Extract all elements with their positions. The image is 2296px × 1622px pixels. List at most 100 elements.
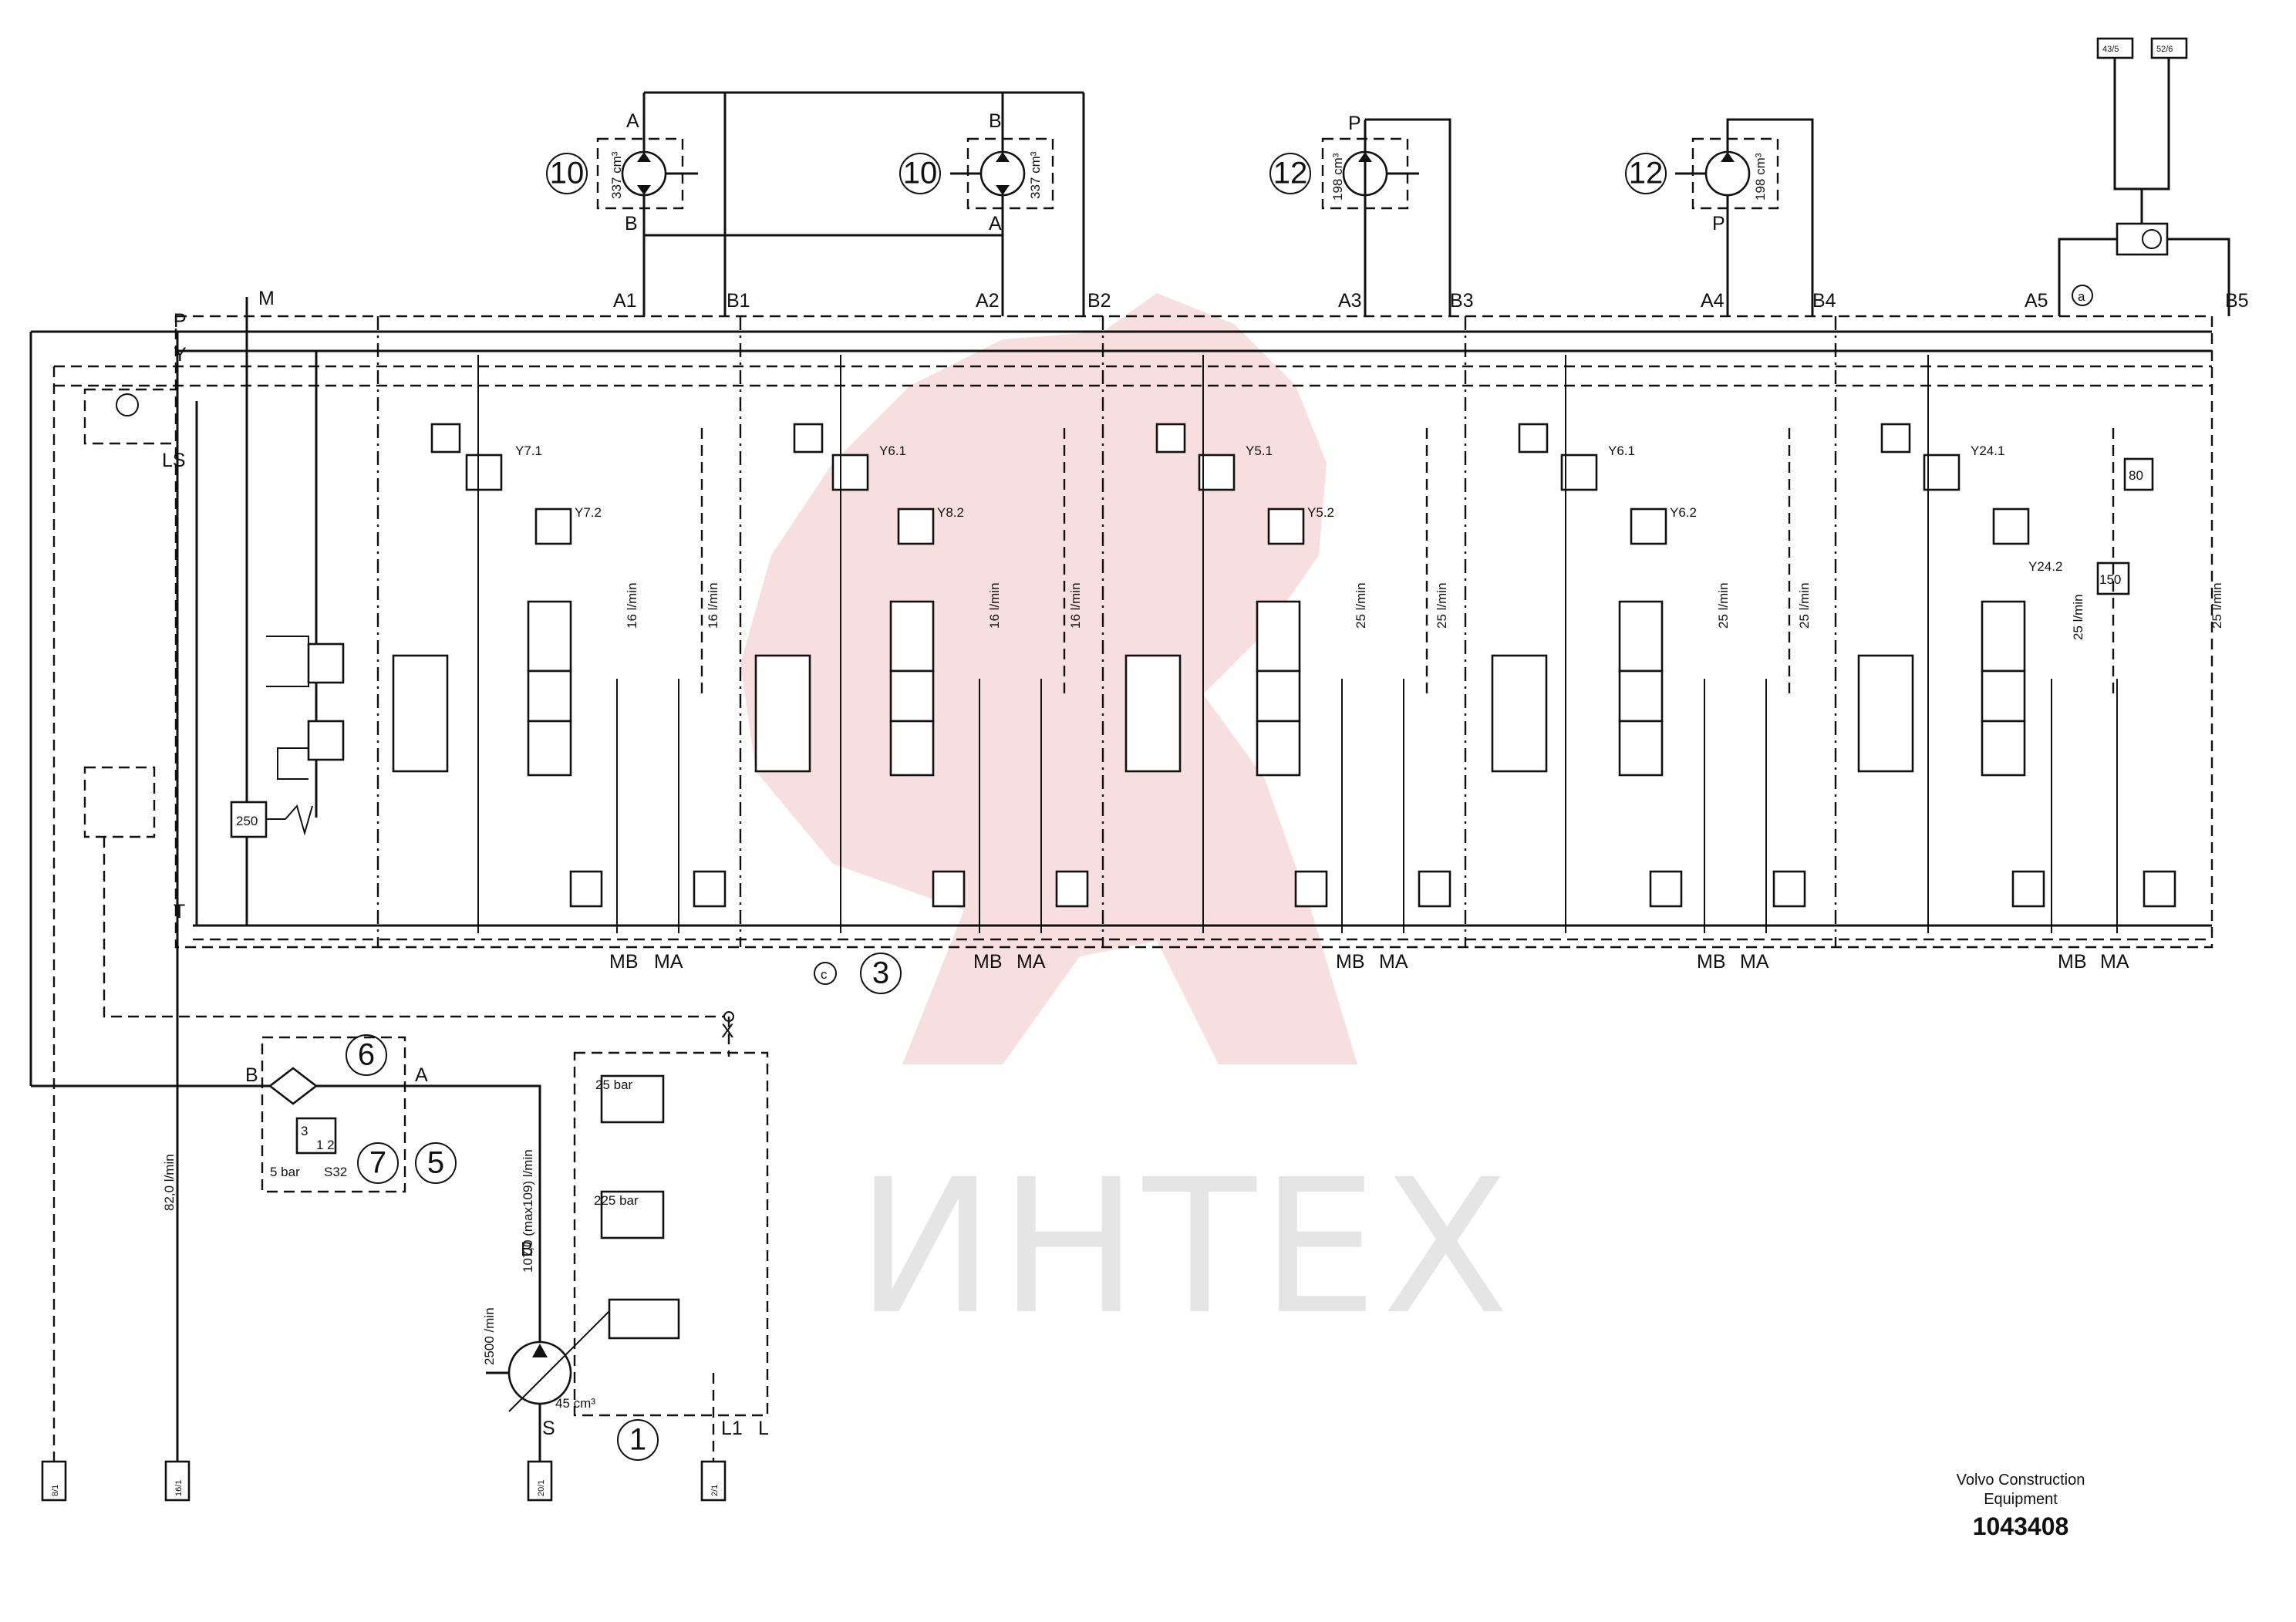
main-valve-block: 250 xyxy=(29,297,2213,1086)
s3-ma-label: MA xyxy=(1379,951,1408,973)
s5-ma-label: MA xyxy=(2100,951,2129,973)
return-flow-label: 82,0 l/min xyxy=(162,1154,177,1211)
port-b2-label: B2 xyxy=(1087,290,1111,312)
pump-b-label: B xyxy=(521,1239,534,1260)
port-s-label: S xyxy=(542,1418,555,1439)
callout-5: 5 xyxy=(427,1146,444,1180)
s4-flow-a: 25 l/min xyxy=(1716,582,1731,629)
s2-valve-a-label: Y6.1 xyxy=(879,443,906,458)
callout-3: 3 xyxy=(872,956,889,990)
m10a-b-label: B xyxy=(625,213,638,234)
valve-section-3: Y5.1 Y5.2 25 l/min 25 l/min MB MA xyxy=(1124,355,1451,973)
s5-flow-a: 25 l/min xyxy=(2071,594,2085,640)
callout-6: 6 xyxy=(358,1038,375,1072)
s4-mb-label: MB xyxy=(1697,951,1726,973)
m10a-a-label: A xyxy=(626,110,639,132)
callout-12-right: 12 xyxy=(1629,157,1664,191)
s4-flow-b: 25 l/min xyxy=(1797,582,1812,629)
drawing-number: 1043408 xyxy=(1973,1512,2069,1540)
valve-section-5: Y24.1 Y24.2 80 150 25 l/min 25 l/min MB … xyxy=(1857,355,2224,973)
filter-b-label: B xyxy=(245,1064,258,1086)
s2-flow-a: 16 l/min xyxy=(987,582,1002,629)
relief-80-label: 80 xyxy=(2129,468,2143,483)
s1-flow-a: 16 l/min xyxy=(625,582,639,629)
port-ls-label: LS xyxy=(162,450,186,471)
ref-bottom-3: 20/1 xyxy=(537,1480,546,1496)
relief-150-label: 150 xyxy=(2099,572,2121,587)
port-b3-label: B3 xyxy=(1450,290,1474,312)
callout-10-left: 10 xyxy=(550,157,585,191)
s1-mb-label: MB xyxy=(609,951,639,973)
motor-12-right: P 198 cm³ 12 xyxy=(1625,118,1814,316)
s4-valve-b-label: Y6.2 xyxy=(1670,505,1697,520)
s3-mb-label: MB xyxy=(1336,951,1365,973)
pump-unit: 25 bar 225 bar 45 cm³ 2500 /min 107,0 (m… xyxy=(482,1051,769,1462)
filter-switch-3: 3 xyxy=(301,1124,308,1138)
s5-valve-a-label: Y24.1 xyxy=(1971,443,2004,458)
motor-10-left: A B 337 cm³ 10 xyxy=(546,93,698,235)
valve-section-2: Y6.1 Y8.2 16 l/min 16 l/min MB MA xyxy=(754,355,1089,973)
port-m-label: M xyxy=(258,288,275,309)
company-name-line2: Equipment xyxy=(1984,1491,2058,1508)
valve-section-4: Y6.1 Y6.2 25 l/min 25 l/min MB MA xyxy=(1491,355,1812,973)
s1-valve-b-label: Y7.2 xyxy=(575,505,602,520)
s2-flow-b: 16 l/min xyxy=(1068,582,1083,629)
pump-flow: 107,0 (max109) l/min xyxy=(521,1149,535,1273)
s2-valve-b-label: Y8.2 xyxy=(937,505,964,520)
pump-setting-225: 225 bar xyxy=(594,1193,639,1208)
port-b1-label: B1 xyxy=(727,290,750,312)
port-a3-label: A3 xyxy=(1338,290,1362,312)
pump-displacement: 45 cm³ xyxy=(555,1396,595,1411)
port-l-label: L xyxy=(758,1418,769,1439)
callout-10-right: 10 xyxy=(903,157,938,191)
s3-flow-b: 25 l/min xyxy=(1435,582,1449,629)
ref-bottom-4: 2/1 xyxy=(710,1485,720,1496)
callout-a: a xyxy=(2078,289,2085,304)
m12b-p-label: P xyxy=(1712,213,1725,234)
callout-1: 1 xyxy=(629,1423,646,1457)
m10b-b-label: B xyxy=(989,110,1002,132)
m12b-displacement: 198 cm³ xyxy=(1753,153,1768,201)
port-t-label: T xyxy=(174,901,185,922)
s1-flow-b: 16 l/min xyxy=(706,582,720,629)
company-name-line1: Volvo Construction xyxy=(1957,1472,2085,1489)
callout-c: c xyxy=(821,967,828,982)
s2-mb-label: MB xyxy=(973,951,1003,973)
relief-250-label: 250 xyxy=(236,814,258,828)
m10b-a-label: A xyxy=(989,213,1002,234)
port-l1-label: L1 xyxy=(721,1418,743,1439)
s5-mb-label: MB xyxy=(2058,951,2087,973)
motor-10-right: B A 337 cm³ 10 xyxy=(899,93,1054,235)
pump-setting-25: 25 bar xyxy=(595,1077,633,1092)
s3-flow-a: 25 l/min xyxy=(1354,582,1368,629)
filter-switch-id: S32 xyxy=(324,1165,347,1179)
watermark-text: ИНТЕХ xyxy=(856,1139,1514,1355)
s5-valve-b-label: Y24.2 xyxy=(2028,559,2062,574)
port-a4-label: A4 xyxy=(1701,290,1725,312)
port-b4-label: B4 xyxy=(1812,290,1836,312)
ref-bottom-1: 8/1 xyxy=(51,1485,60,1496)
port-x-label: X xyxy=(721,1020,734,1042)
s4-ma-label: MA xyxy=(1740,951,1769,973)
filter-switch-12: 1 2 xyxy=(316,1138,335,1152)
callout-12-left: 12 xyxy=(1273,157,1308,191)
filter-unit: 3 1 2 5 bar S32 6 7 5 B A xyxy=(245,1034,457,1193)
s1-valve-a-label: Y7.1 xyxy=(515,443,542,458)
port-a5-label: A5 xyxy=(2025,290,2048,312)
s5-flow-b: 25 l/min xyxy=(2210,582,2224,629)
s2-ma-label: MA xyxy=(1017,951,1046,973)
m12a-displacement: 198 cm³ xyxy=(1330,153,1345,201)
valve-section-1: Y7.1 Y7.2 16 l/min 16 l/min MB MA xyxy=(392,355,727,973)
filter-pressure: 5 bar xyxy=(270,1165,300,1179)
s1-ma-label: MA xyxy=(654,951,683,973)
port-a2-label: A2 xyxy=(976,290,1000,312)
callout-7: 7 xyxy=(369,1146,386,1180)
s3-valve-a-label: Y5.1 xyxy=(1246,443,1273,458)
m10b-displacement: 337 cm³ xyxy=(1028,151,1043,199)
ref-top-1: 43/5 xyxy=(2102,45,2119,54)
port-p-label: P xyxy=(174,310,187,332)
s4-valve-a-label: Y6.1 xyxy=(1608,443,1635,458)
m12a-p-label: P xyxy=(1348,113,1361,134)
